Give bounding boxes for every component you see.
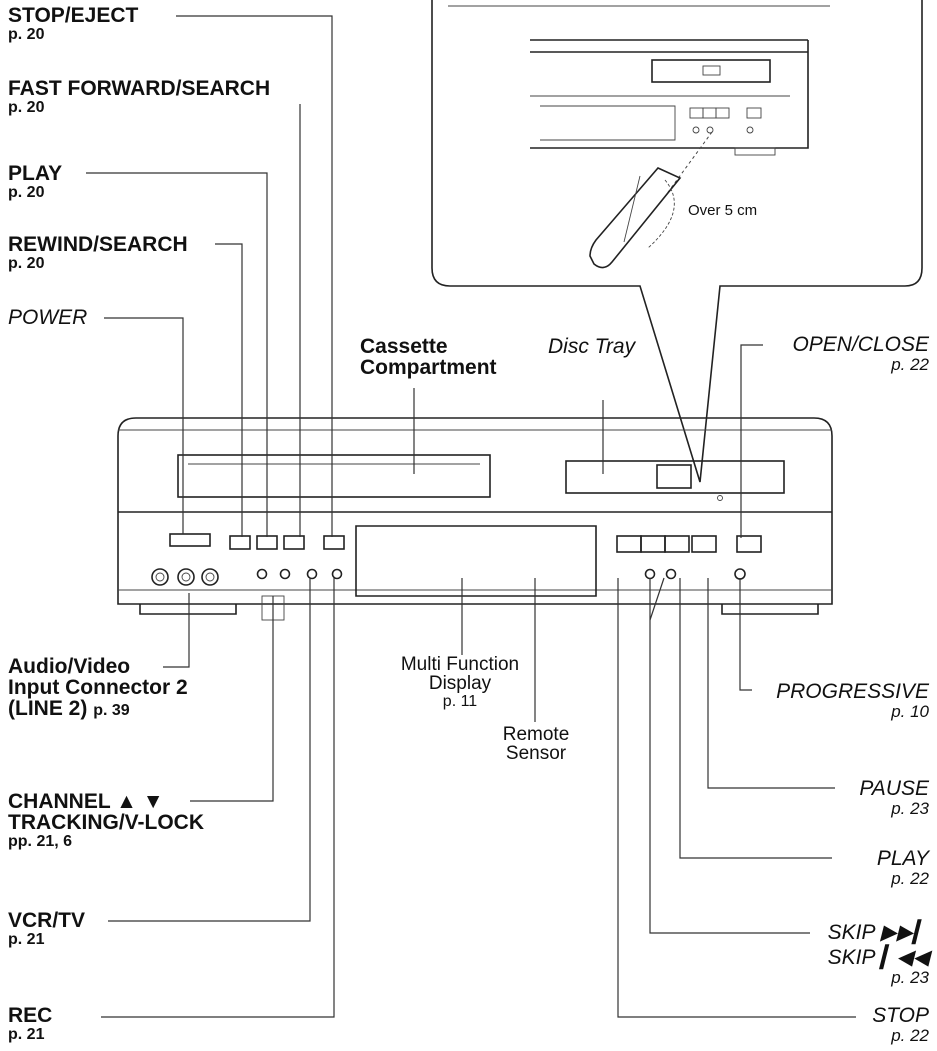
label-pause: PAUSE p. 23	[859, 778, 929, 817]
label-page: p. 20	[8, 255, 45, 272]
label-title: PROGRESSIVE	[776, 680, 929, 703]
label-page: p. 21	[8, 1026, 45, 1043]
label-page: p. 22	[891, 869, 929, 888]
label-play-right: PLAY p. 22	[877, 848, 929, 887]
label-line3: (LINE 2)	[8, 697, 88, 720]
label-line2: Sensor	[505, 743, 567, 764]
label-line2: Display	[428, 673, 492, 694]
label-page: p. 20	[8, 26, 45, 43]
label-title: PAUSE	[859, 777, 929, 800]
label-title: PLAY	[876, 847, 929, 870]
label-line1: Audio/Video	[8, 655, 131, 678]
label-page: p. 11	[442, 693, 478, 710]
label-page: p. 10	[891, 702, 929, 721]
label-audio-video-input: Audio/Video Input Connector 2 (LINE 2) p…	[8, 656, 188, 719]
label-fast-forward-search: FAST FORWARD/SEARCH p. 20	[8, 78, 270, 116]
label-stop: STOP p. 22	[872, 1005, 929, 1044]
inset-callout-bubble	[431, 0, 923, 483]
label-line2: TRACKING/V-LOCK	[8, 811, 204, 834]
label-title: PLAY	[8, 162, 63, 185]
label-stop-eject: STOP/EJECT p. 20	[8, 5, 138, 43]
label-title: POWER	[8, 306, 88, 329]
label-title: VCR/TV	[8, 909, 86, 932]
label-title: FAST FORWARD/SEARCH	[8, 77, 271, 100]
label-progressive: PROGRESSIVE p. 10	[776, 681, 929, 720]
label-play-left: PLAY p. 20	[8, 163, 62, 201]
label-channel-tracking: CHANNEL ▲ ▼ TRACKING/V-LOCK pp. 21, 6	[8, 791, 204, 850]
label-page: p. 21	[8, 931, 45, 948]
label-page: p. 23	[891, 799, 929, 818]
label-skip: SKIP ▶▶▎ SKIP ▎◀◀ p. 23	[828, 922, 929, 986]
label-page: p. 39	[93, 702, 130, 719]
label-title: STOP/EJECT	[8, 4, 139, 27]
label-page: p. 23	[891, 968, 929, 987]
label-power: POWER	[8, 307, 87, 328]
label-remote-sensor: Remote Sensor	[488, 725, 584, 763]
label-line2: Compartment	[360, 356, 497, 379]
label-title: OPEN/CLOSE	[792, 333, 929, 356]
label-multi-function-display: Multi Function Display p. 11	[358, 655, 562, 710]
label-page: pp. 21, 6	[8, 833, 73, 850]
label-line1: CHANNEL ▲ ▼	[8, 790, 164, 813]
inset-device	[530, 39, 809, 196]
label-line1: Multi Function	[400, 654, 520, 675]
label-line1: Cassette	[360, 335, 448, 358]
label-title: STOP	[872, 1004, 929, 1027]
label-line1: SKIP ▶▶▎	[827, 921, 929, 944]
label-page: p. 20	[8, 184, 45, 201]
label-open-close: OPEN/CLOSE p. 22	[792, 334, 929, 373]
label-line2: SKIP ▎◀◀	[827, 946, 929, 969]
label-cassette-compartment: Cassette Compartment	[360, 336, 497, 378]
label-disc-tray: Disc Tray	[548, 336, 635, 357]
label-line2: Input Connector 2	[8, 676, 188, 699]
label-rewind-search: REWIND/SEARCH p. 20	[8, 234, 188, 272]
label-page: p. 22	[891, 1026, 929, 1045]
label-title: REC	[8, 1004, 53, 1027]
label-page: p. 22	[891, 355, 929, 374]
main-device	[117, 417, 833, 621]
leader-lines	[86, 15, 856, 1018]
label-title: REWIND/SEARCH	[8, 233, 188, 256]
label-line1: Remote	[502, 724, 570, 745]
label-vcr-tv: VCR/TV p. 21	[8, 910, 85, 948]
inset-remote-control	[589, 167, 682, 269]
label-rec: REC p. 21	[8, 1005, 52, 1043]
label-title: Disc Tray	[548, 335, 636, 358]
label-over-5cm: Over 5 cm	[688, 202, 758, 219]
label-page: p. 20	[8, 99, 45, 116]
